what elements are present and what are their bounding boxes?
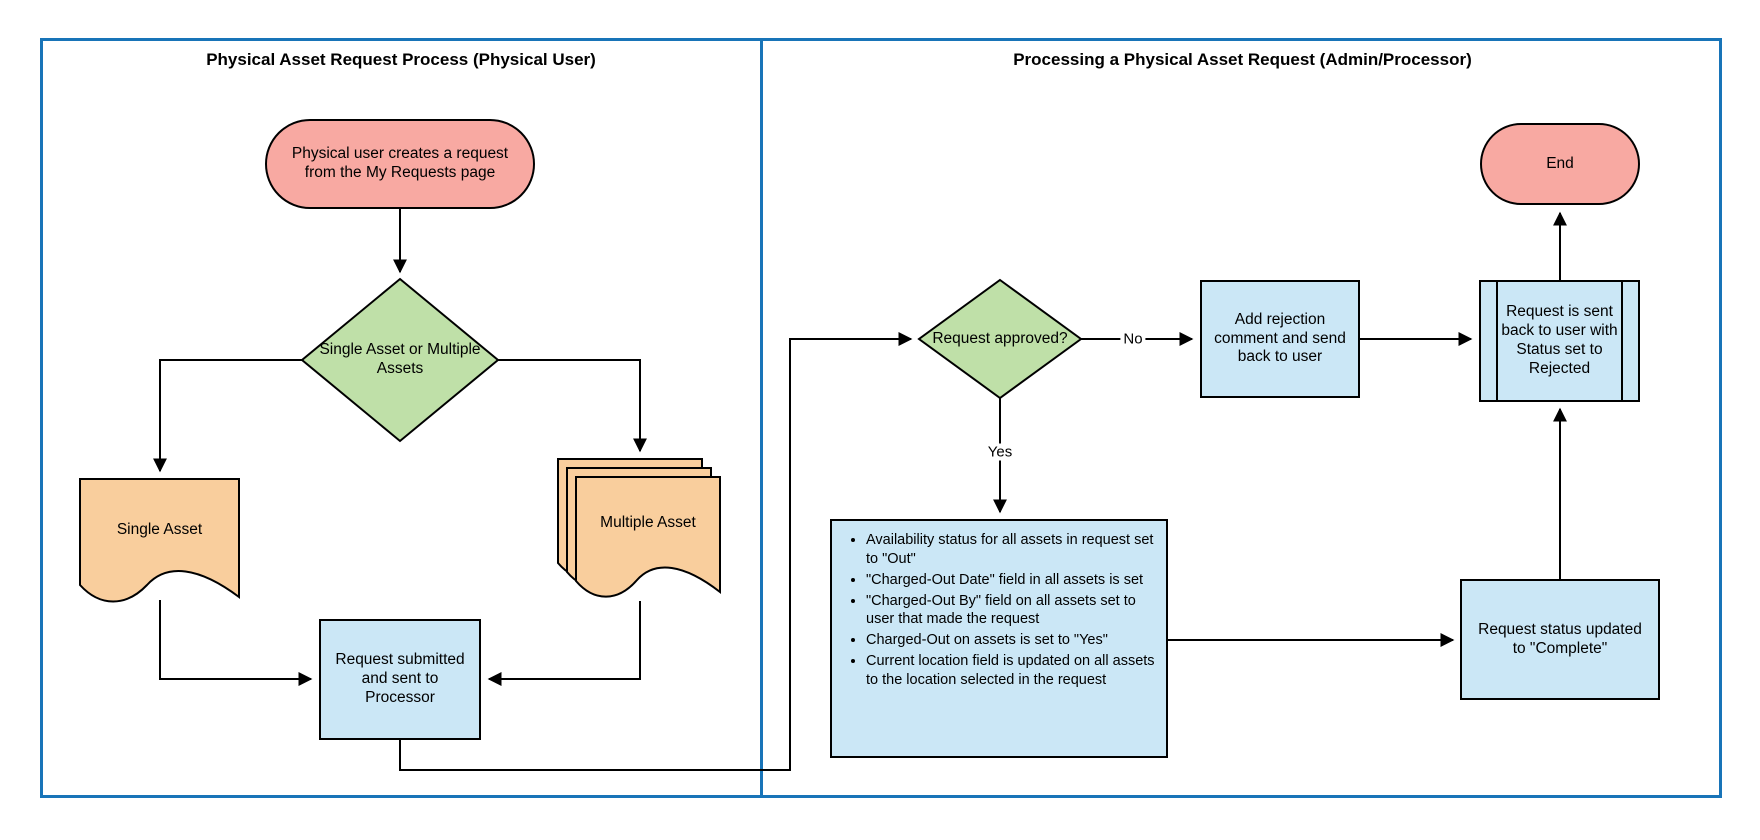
predefined-right-bar <box>1621 282 1623 400</box>
start-terminator[interactable]: Physical user creates a request from the… <box>265 119 535 209</box>
end-terminator[interactable]: End <box>1480 123 1640 205</box>
predefined-left-bar <box>1496 282 1498 400</box>
sent-back-rejected-predefined[interactable]: Request is sent back to user with Status… <box>1479 280 1640 402</box>
approved-action-item: Charged-Out on assets is set to "Yes" <box>866 631 1156 650</box>
edge-label-yes: Yes <box>984 443 1016 461</box>
approved-actions-list: Availability status for all assets in re… <box>832 521 1166 702</box>
status-complete-process[interactable]: Request status updated to "Complete" <box>1460 579 1660 700</box>
right-panel-title: Processing a Physical Asset Request (Adm… <box>1013 50 1472 69</box>
request-submitted-label: Request submitted and sent to Processor <box>335 651 465 706</box>
status-complete-label: Request status updated to "Complete" <box>1478 620 1642 657</box>
end-terminator-label: End <box>1546 154 1574 172</box>
request-submitted-process[interactable]: Request submitted and sent to Processor <box>319 619 481 740</box>
approved-action-item: "Charged-Out Date" field in all assets i… <box>866 571 1156 590</box>
add-rejection-label: Add rejection comment and send back to u… <box>1214 310 1346 366</box>
add-rejection-process[interactable]: Add rejection comment and send back to u… <box>1200 280 1360 398</box>
sent-back-rejected-label: Request is sent back to user with Status… <box>1501 303 1618 377</box>
approved-action-item: "Charged-Out By" field on all assets set… <box>866 592 1156 630</box>
approved-action-item: Current location field is updated on all… <box>866 652 1156 690</box>
start-terminator-label: Physical user creates a request from the… <box>291 145 509 181</box>
panel-divider <box>760 38 763 798</box>
edge-label-no: No <box>1120 330 1146 348</box>
approved-action-item: Availability status for all assets in re… <box>866 531 1156 569</box>
approved-actions-process[interactable]: Availability status for all assets in re… <box>830 519 1168 758</box>
left-panel-title: Physical Asset Request Process (Physical… <box>206 50 596 69</box>
